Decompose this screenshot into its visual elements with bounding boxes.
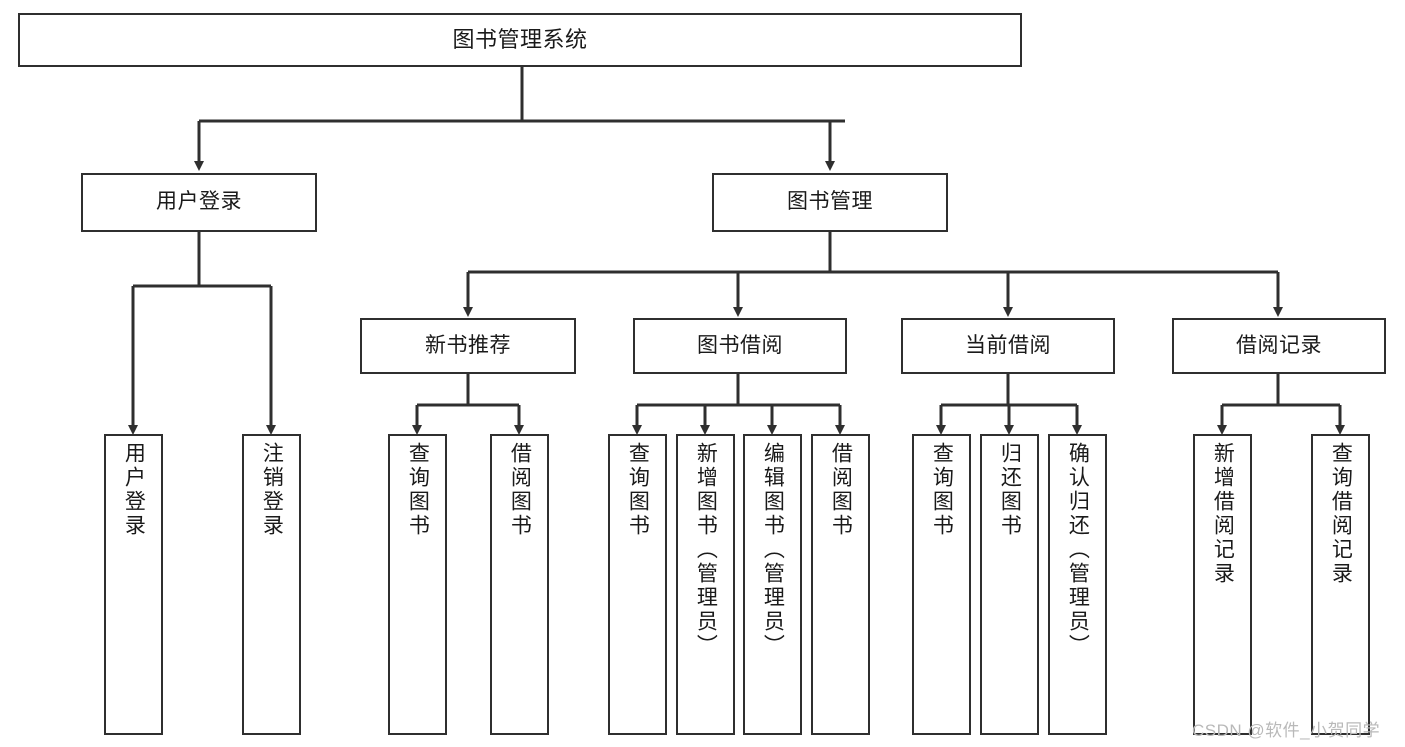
node-leaf-query-book-new-label: 查询图书 (406, 442, 430, 538)
node-leaf-logout-label: 注销登录 (260, 442, 284, 538)
node-leaf-edit-book-admin[interactable]: 编辑图书（管理员） (743, 434, 802, 735)
node-user-login[interactable]: 用户登录 (81, 173, 317, 232)
node-leaf-query-book-borrow[interactable]: 查询图书 (608, 434, 667, 735)
node-new-book-recommend-label: 新书推荐 (425, 333, 511, 357)
node-book-management[interactable]: 图书管理 (712, 173, 948, 232)
node-leaf-borrow-book[interactable]: 借阅图书 (811, 434, 870, 735)
csdn-watermark: CSDN @软件_小贺同学 (1192, 721, 1381, 740)
node-book-management-label: 图书管理 (787, 190, 873, 214)
node-leaf-query-book-current[interactable]: 查询图书 (912, 434, 971, 735)
node-current-borrow-label: 当前借阅 (965, 333, 1051, 357)
node-current-borrow[interactable]: 当前借阅 (901, 318, 1115, 374)
node-leaf-query-book-borrow-label: 查询图书 (626, 442, 650, 538)
node-leaf-logout[interactable]: 注销登录 (242, 434, 301, 735)
node-leaf-return-book-label: 归还图书 (998, 442, 1022, 538)
node-leaf-edit-book-admin-label: 编辑图书（管理员） (761, 442, 785, 658)
node-leaf-query-book-new[interactable]: 查询图书 (388, 434, 447, 735)
node-leaf-user-login[interactable]: 用户登录 (104, 434, 163, 735)
node-leaf-add-book-admin[interactable]: 新增图书（管理员） (676, 434, 735, 735)
node-leaf-borrow-book-new-label: 借阅图书 (508, 442, 532, 538)
node-leaf-borrow-book-label: 借阅图书 (829, 442, 853, 538)
node-book-borrow-label: 图书借阅 (697, 333, 783, 357)
node-root-label: 图书管理系统 (452, 27, 588, 53)
node-leaf-add-borrow-record[interactable]: 新增借阅记录 (1193, 434, 1252, 735)
node-leaf-borrow-book-new[interactable]: 借阅图书 (490, 434, 549, 735)
node-leaf-user-login-label: 用户登录 (122, 442, 146, 538)
node-book-borrow[interactable]: 图书借阅 (633, 318, 847, 374)
node-leaf-confirm-return-admin[interactable]: 确认归还（管理员） (1048, 434, 1107, 735)
node-new-book-recommend[interactable]: 新书推荐 (360, 318, 576, 374)
node-leaf-return-book[interactable]: 归还图书 (980, 434, 1039, 735)
node-leaf-add-borrow-record-label: 新增借阅记录 (1211, 442, 1235, 586)
node-leaf-query-borrow-record[interactable]: 查询借阅记录 (1311, 434, 1370, 735)
node-root-book-management-system[interactable]: 图书管理系统 (18, 13, 1022, 67)
node-borrow-record[interactable]: 借阅记录 (1172, 318, 1386, 374)
node-user-login-label: 用户登录 (156, 190, 242, 214)
node-leaf-add-book-admin-label: 新增图书（管理员） (694, 442, 718, 658)
node-leaf-query-borrow-record-label: 查询借阅记录 (1329, 442, 1353, 586)
node-leaf-confirm-return-admin-label: 确认归还（管理员） (1066, 442, 1090, 658)
node-borrow-record-label: 借阅记录 (1236, 333, 1322, 357)
node-leaf-query-book-current-label: 查询图书 (930, 442, 954, 538)
